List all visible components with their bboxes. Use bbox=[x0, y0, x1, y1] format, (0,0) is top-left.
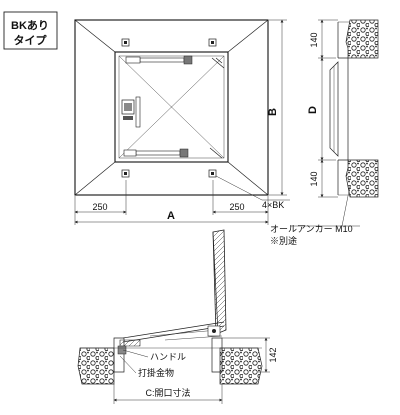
plan-handle bbox=[121, 96, 141, 128]
opening-label: C:開口寸法 bbox=[145, 387, 190, 398]
dim-250-left: 250 bbox=[92, 202, 107, 212]
anchor-note: ※別途 bbox=[270, 235, 297, 246]
dim-250-right: 250 bbox=[229, 202, 244, 212]
side-concrete-top bbox=[345, 19, 379, 59]
type-box-line2: タイプ bbox=[14, 33, 48, 47]
section-view: ハンドル 打掛金物 142 C:開口寸法 bbox=[77, 229, 278, 404]
plan-bottom-hinge bbox=[123, 147, 223, 159]
handle-label: ハンドル bbox=[150, 352, 186, 362]
plan-inner-frame bbox=[114, 51, 229, 163]
plan-outer-frame bbox=[74, 19, 269, 196]
side-concrete-bottom bbox=[345, 159, 379, 198]
dim-140-top: 140 bbox=[309, 32, 319, 47]
dim-d: D bbox=[307, 106, 319, 114]
open-lid bbox=[212, 229, 227, 335]
side-view: 140 D 140 オールアンカー M10 ※別途 bbox=[270, 19, 379, 246]
dim-b: B bbox=[267, 108, 279, 116]
type-box-line1: BKあり bbox=[11, 19, 49, 32]
section-concrete-left bbox=[77, 347, 115, 385]
plan-bk-anchors bbox=[121, 38, 217, 178]
section-concrete-right bbox=[219, 347, 263, 385]
plan-top-hinge bbox=[125, 55, 225, 69]
dim-140-bottom: 140 bbox=[309, 171, 319, 186]
plan-lid bbox=[118, 55, 225, 159]
hinge-label: 打掛金物 bbox=[138, 367, 174, 378]
anchor-label: オールアンカー M10 bbox=[270, 224, 353, 234]
plan-view: 4×BK 250 250 A B bbox=[74, 19, 290, 225]
bk-label: 4×BK bbox=[262, 200, 284, 210]
dim-142: 142 bbox=[268, 347, 278, 362]
type-box: BKあり タイプ bbox=[3, 11, 58, 50]
dim-a: A bbox=[167, 210, 175, 222]
